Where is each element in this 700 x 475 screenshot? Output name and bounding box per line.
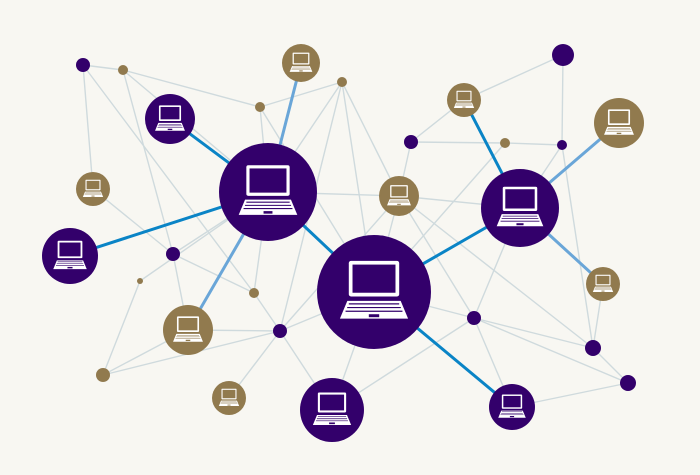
laptop-icon [173, 316, 203, 342]
link-dot-p-farright-to-dot-p-bottomright [592, 347, 629, 384]
link-dot-o-4-to-dot-p-lowmid [253, 292, 281, 332]
dot-node [273, 324, 287, 338]
dot-node [166, 247, 180, 261]
link-pc-olive-left-to-dot-p-left [92, 188, 174, 255]
laptop-icon [238, 165, 298, 215]
laptop-icon [312, 392, 352, 425]
link-dot-p-lowright-to-dot-p-farright [473, 317, 594, 349]
link-dot-p-topright-to-dot-p-right [561, 54, 564, 146]
link-dot-p-topright-to-pc-olive-topright [463, 54, 564, 101]
link-dot-p-topleft-to-dot-o-4 [82, 64, 255, 294]
node-dot-p-lowright [467, 311, 481, 325]
link-dot-o-3-to-pc-olive-mid [341, 81, 400, 197]
node-dot-o-2 [255, 102, 265, 112]
dot-node [255, 102, 265, 112]
node-pc-olive-top [282, 44, 320, 82]
node-pc-bottomright [489, 384, 535, 430]
dot-node [76, 58, 90, 72]
node-dot-o-4 [249, 288, 259, 298]
laptop-icon [339, 260, 409, 319]
link-dot-p-right-to-dot-p-farright [561, 144, 594, 349]
laptop-icon [387, 185, 411, 206]
laptop-icon [53, 240, 87, 270]
node-dot-o-1 [118, 65, 128, 75]
node-pc-olive-right [586, 267, 620, 301]
node-pc-bottom [300, 378, 364, 442]
laptop-icon [82, 179, 104, 197]
node-dot-o-6 [96, 368, 110, 382]
node-pc-farleft [42, 228, 98, 284]
node-dot-p-midtop [404, 135, 418, 149]
dot-node [585, 340, 601, 356]
laptop-icon [218, 388, 240, 406]
node-dot-o-7 [500, 138, 510, 148]
dot-node [404, 135, 418, 149]
node-pc-olive-topright [447, 83, 481, 117]
link-dot-o-7-to-dot-p-right [504, 142, 563, 146]
node-pc-olive-farright [594, 98, 644, 148]
node-dot-p-bottomright [620, 375, 636, 391]
dot-node [137, 278, 143, 284]
node-hub-right [481, 169, 559, 247]
laptop-icon [498, 394, 526, 418]
laptop-icon [592, 274, 614, 292]
laptop-icon [604, 109, 634, 135]
node-dot-p-topleft [76, 58, 90, 72]
dot-node [96, 368, 110, 382]
dot-node [620, 375, 636, 391]
laptop-icon [155, 105, 185, 131]
link-dot-o-1-to-dot-o-2 [122, 69, 261, 108]
link-dot-o-1-to-dot-p-left [122, 69, 174, 255]
node-pc-olive-mid [379, 176, 419, 216]
node-dot-p-farright [585, 340, 601, 356]
node-hub-center [317, 235, 431, 349]
node-dot-p-right [557, 140, 567, 150]
node-dot-o-3 [337, 77, 347, 87]
dot-node [118, 65, 128, 75]
link-dot-p-lowright-to-dot-p-bottomright [473, 317, 629, 384]
dot-node [249, 288, 259, 298]
node-pc-olive-bottomleft [212, 381, 246, 415]
node-pc-olive-left [76, 172, 110, 206]
node-dot-p-topright [552, 44, 574, 66]
link-dot-o-2-to-dot-o-3 [259, 81, 343, 108]
laptop-icon [496, 186, 544, 227]
link-dot-p-midtop-to-dot-o-7 [410, 141, 506, 144]
node-pc-topleft [145, 94, 195, 144]
dot-node [337, 77, 347, 87]
dot-node [500, 138, 510, 148]
dot-node [552, 44, 574, 66]
link-dot-o-5-to-dot-o-6 [102, 280, 141, 376]
node-hub-left [219, 143, 317, 241]
dot-node [467, 311, 481, 325]
nodes-layer [42, 44, 644, 442]
node-pc-olive-lowleft [163, 305, 213, 355]
link-dot-p-topleft-to-pc-olive-left [82, 64, 94, 190]
laptop-icon [453, 90, 475, 108]
link-pc-olive-mid-to-dot-p-farright [398, 195, 594, 349]
node-dot-p-left [166, 247, 180, 261]
link-dot-p-left-to-dot-o-4 [172, 253, 255, 294]
dot-node [557, 140, 567, 150]
node-dot-o-5 [137, 278, 143, 284]
node-dot-p-lowmid [273, 324, 287, 338]
laptop-icon [289, 52, 313, 72]
